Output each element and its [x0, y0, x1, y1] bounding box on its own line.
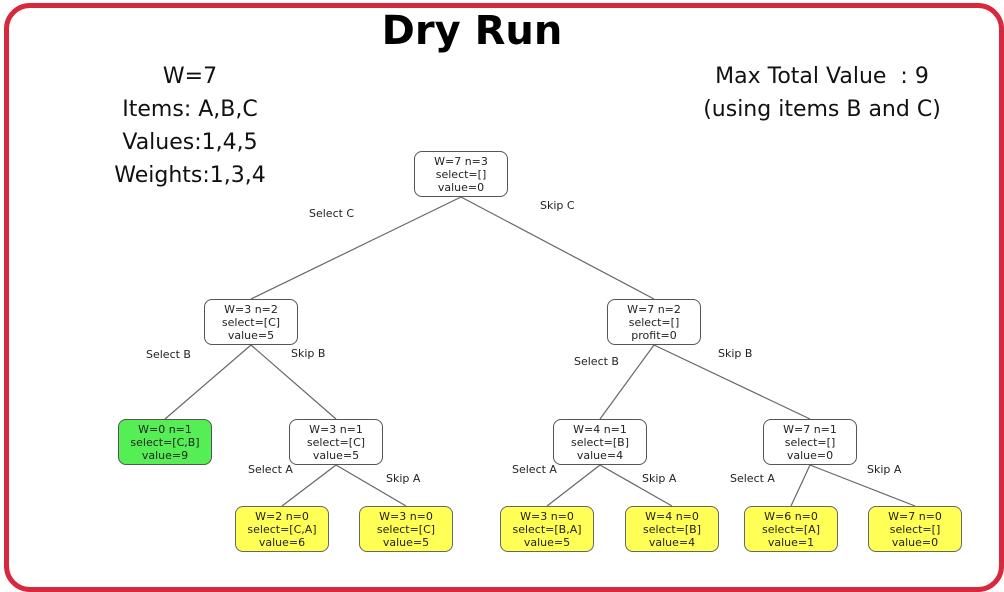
edge-label: Skip A	[386, 472, 421, 485]
node-line: profit=0	[631, 328, 677, 342]
node-line: select=[]	[784, 435, 836, 449]
tree-edge-b-sel-to-ba-skip	[599, 464, 673, 507]
tree-edge-c-sel-to-cb-skip	[250, 344, 337, 420]
node-line: W=7 n=2	[627, 302, 681, 316]
node-line: W=0 n=1	[138, 422, 192, 436]
edge-label: Select B	[574, 355, 619, 368]
max-value-line: Max Total Value : 9	[715, 64, 929, 89]
tree-edge-cb-skip-to-ca-skip	[335, 464, 407, 507]
node-line: select=[A]	[761, 522, 820, 536]
edge-label: Skip C	[540, 199, 575, 212]
node-line: value=4	[648, 535, 696, 549]
node-line: value=5	[227, 328, 275, 342]
node-line: W=3 n=0	[520, 509, 574, 523]
node-line: W=3 n=2	[224, 302, 278, 316]
node-line: value=4	[576, 448, 624, 462]
tree-edge-b-skip-to-a-sel	[790, 464, 811, 507]
weights-line: Weights:1,3,4	[114, 163, 266, 188]
node-line: select=[C]	[221, 315, 281, 329]
node-line: select=[C]	[306, 435, 366, 449]
node-line: W=2 n=0	[255, 509, 309, 523]
tree-edge-root-to-c-skip	[460, 196, 655, 300]
node-line: W=6 n=0	[764, 509, 818, 523]
tree-edge-c-skip-to-b-skip	[653, 344, 811, 420]
tree-edge-b-skip-to-a-skip	[809, 464, 916, 507]
edge-label: Skip B	[718, 347, 753, 360]
node-line: select=[C,A]	[247, 522, 317, 536]
page-title: Dry Run	[381, 8, 563, 54]
edge-label: Select C	[309, 207, 355, 220]
node-line: value=9	[141, 448, 189, 462]
node-line: value=0	[786, 448, 834, 462]
edge-label: Skip A	[642, 472, 677, 485]
edge-label: Select A	[512, 463, 557, 476]
tree-edge-cb-skip-to-ca-sel	[281, 464, 337, 507]
problem-parameters: W=7 Items: A,B,C Values:1,4,5 Weights:1,…	[90, 60, 290, 192]
edge-label: Skip A	[867, 463, 902, 476]
node-line: W=3 n=0	[379, 509, 433, 523]
node-line: select=[]	[628, 315, 680, 329]
capacity-line: W=7	[162, 64, 218, 89]
node-line: select=[]	[435, 167, 487, 181]
edge-label: Select A	[248, 463, 293, 476]
node-line: W=4 n=0	[645, 509, 699, 523]
values-line: Values:1,4,5	[122, 130, 258, 155]
edge-label: Select B	[146, 348, 191, 361]
node-line: select=[B]	[570, 435, 630, 449]
node-line: select=[C]	[376, 522, 436, 536]
node-line: W=4 n=1	[573, 422, 627, 436]
node-line: W=7 n=0	[888, 509, 942, 523]
items-line: Items: A,B,C	[122, 97, 258, 122]
items-used-line: (using items B and C)	[703, 97, 941, 122]
tree-edge-c-sel-to-cb-sel	[164, 344, 252, 420]
tree-edge-b-sel-to-ba-sel	[546, 464, 601, 507]
node-line: select=[B,A]	[512, 522, 582, 536]
node-line: W=7 n=1	[783, 422, 837, 436]
node-line: value=5	[312, 448, 360, 462]
result-summary: Max Total Value : 9 (using items B and C…	[672, 60, 972, 126]
node-line: value=0	[891, 535, 939, 549]
node-line: value=5	[523, 535, 571, 549]
node-line: W=3 n=1	[309, 422, 363, 436]
node-line: value=1	[767, 535, 815, 549]
red-border-frame	[4, 3, 1004, 592]
node-line: value=0	[437, 180, 485, 194]
node-line: value=6	[258, 535, 306, 549]
node-line: select=[C,B]	[130, 435, 200, 449]
node-line: select=[B]	[642, 522, 702, 536]
node-line: value=5	[382, 535, 430, 549]
tree-edge-root-to-c-sel	[250, 196, 462, 300]
tree-edge-c-skip-to-b-sel	[599, 344, 655, 420]
node-line: W=7 n=3	[434, 154, 488, 168]
node-line: select=[]	[889, 522, 941, 536]
edge-label: Select A	[730, 472, 775, 485]
edge-label: Skip B	[291, 347, 326, 360]
